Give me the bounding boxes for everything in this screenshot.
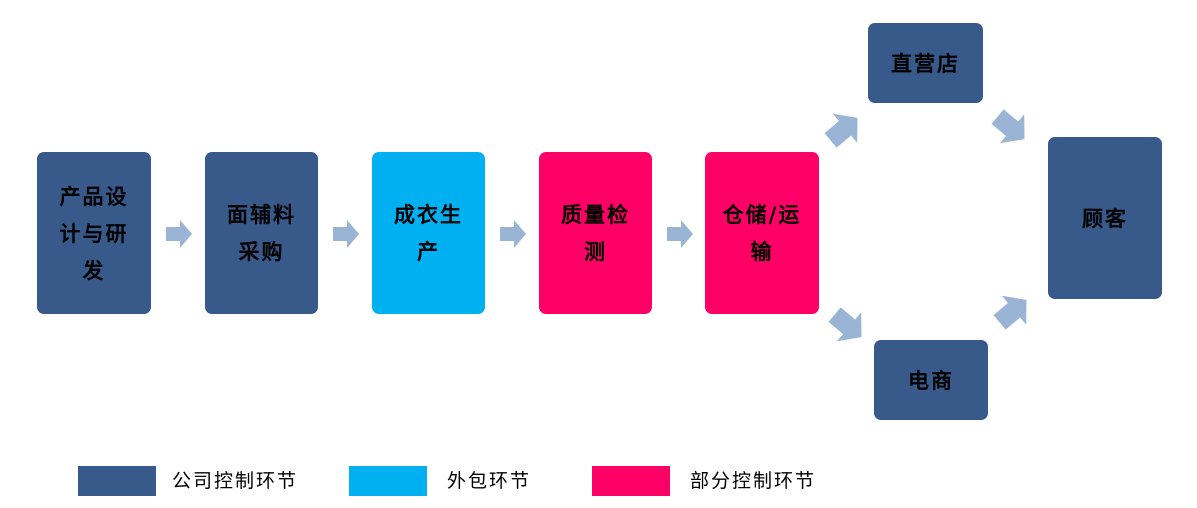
node-warehouse-transport-label: 仓储/运输 bbox=[722, 202, 802, 264]
node-customer: 顾客 bbox=[1048, 137, 1162, 299]
node-product-design-label: 产品设计与研发 bbox=[59, 183, 129, 283]
node-ecommerce: 电商 bbox=[874, 340, 988, 420]
node-quality-inspection-label: 质量检测 bbox=[561, 202, 630, 264]
arrow-logistics-to-store bbox=[818, 103, 870, 155]
node-ecommerce-label: 电商 bbox=[908, 367, 954, 393]
arrow-store-to-customer bbox=[985, 102, 1037, 154]
arrow-ecommerce-to-customer bbox=[987, 285, 1039, 337]
node-warehouse-transport: 仓储/运输 bbox=[705, 152, 819, 314]
node-garment-production-label: 成衣生产 bbox=[394, 202, 463, 264]
legend-label-partial: 部分控制环节 bbox=[690, 470, 817, 492]
arrow-logistics-to-ecommerce bbox=[822, 300, 874, 352]
legend-swatch-company bbox=[78, 466, 156, 496]
node-material-sourcing: 面辅料采购 bbox=[205, 152, 318, 314]
arrow-sourcing-to-production bbox=[333, 220, 359, 248]
legend-swatch-partial bbox=[592, 466, 670, 496]
arrow-qc-to-logistics bbox=[667, 220, 693, 248]
node-customer-label: 顾客 bbox=[1082, 205, 1128, 231]
legend-label-outsource: 外包环节 bbox=[447, 470, 532, 492]
legend-swatch-outsource bbox=[349, 466, 427, 496]
legend-label-company: 公司控制环节 bbox=[172, 470, 299, 492]
node-material-sourcing-label: 面辅料采购 bbox=[227, 202, 296, 264]
arrow-design-to-sourcing bbox=[166, 220, 192, 248]
arrow-production-to-qc bbox=[500, 220, 526, 248]
node-direct-store: 直营店 bbox=[868, 23, 983, 103]
node-garment-production: 成衣生产 bbox=[372, 152, 485, 314]
node-direct-store-label: 直营店 bbox=[891, 50, 960, 76]
node-product-design: 产品设计与研发 bbox=[37, 152, 151, 314]
node-quality-inspection: 质量检测 bbox=[539, 152, 652, 314]
